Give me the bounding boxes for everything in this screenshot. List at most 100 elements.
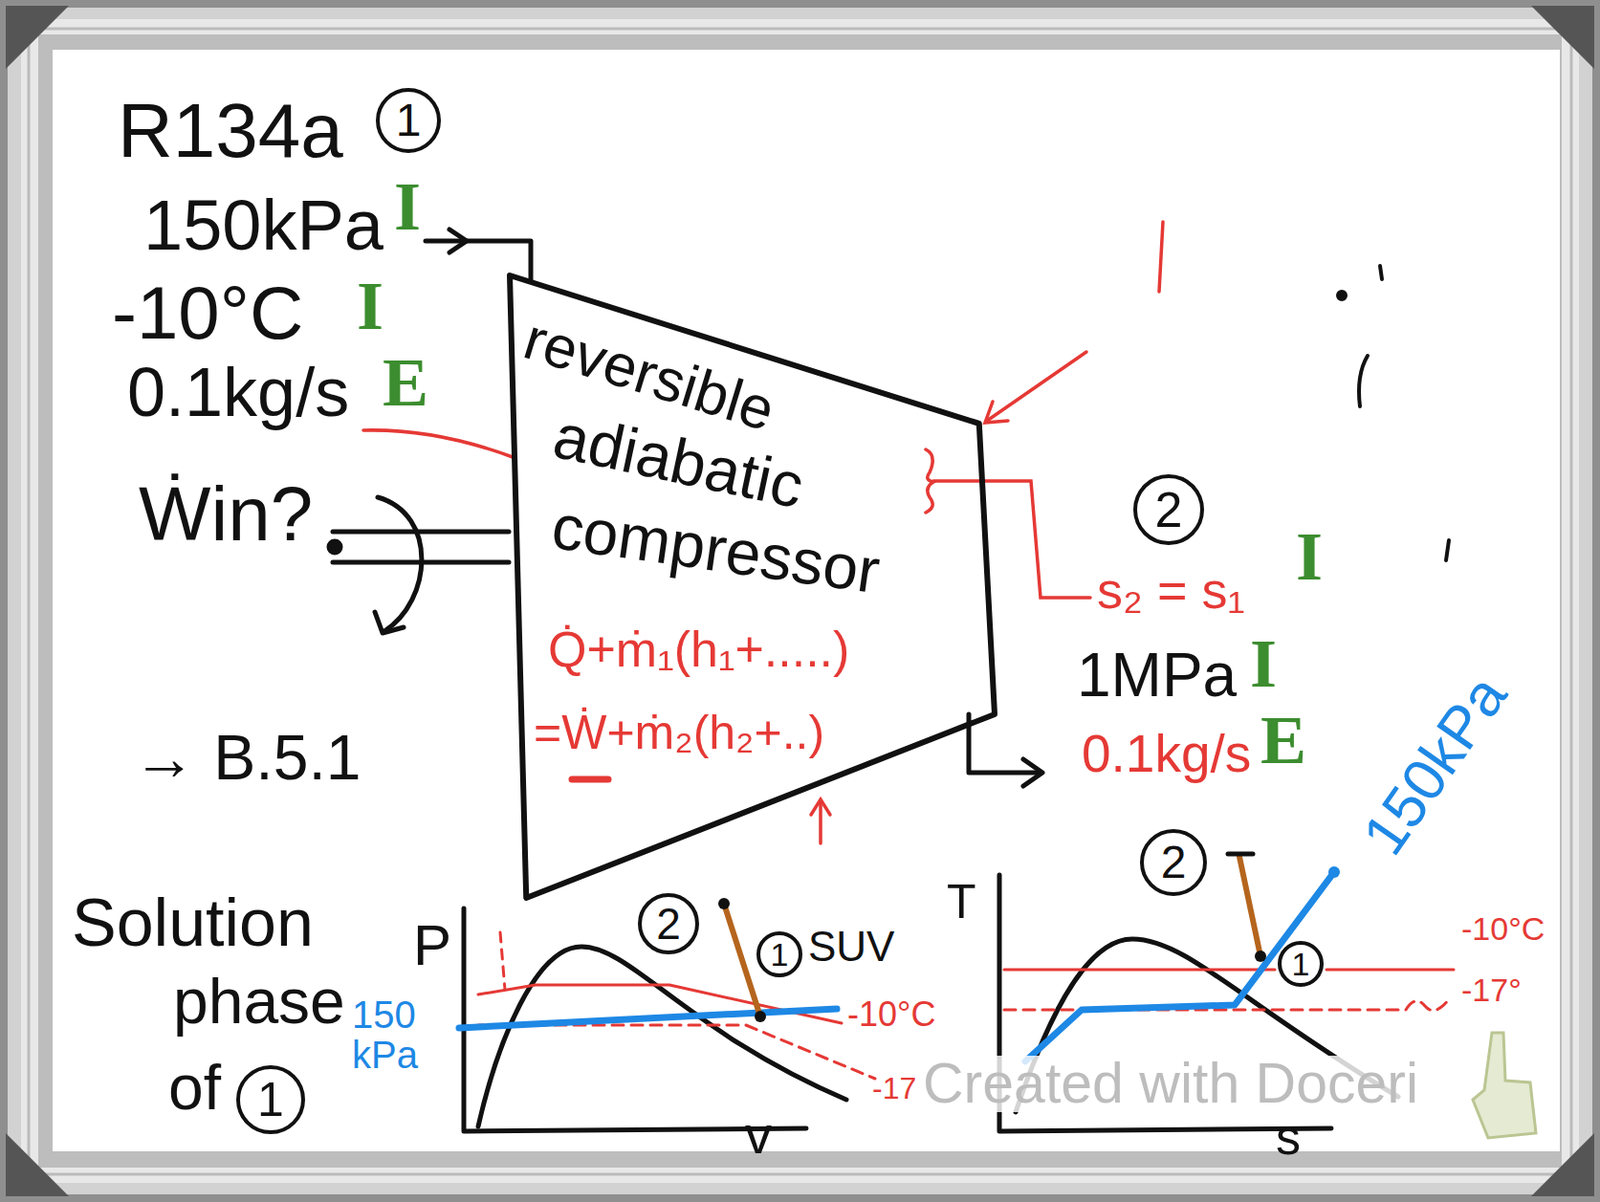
compressor-box: reversibleadiabaticcompressorQ̇+ṁ₁(h₁+..… xyxy=(509,275,995,899)
callout-number: 2 xyxy=(656,901,681,946)
process-sketch xyxy=(374,612,404,634)
pv-chart xyxy=(718,898,730,910)
state-value: 1MPa xyxy=(1076,640,1237,712)
process-sketch xyxy=(425,241,531,280)
trapezoid-outline xyxy=(509,275,995,899)
axis-label: T xyxy=(946,875,977,931)
state-circle: 2 xyxy=(1133,474,1205,546)
ts-chart xyxy=(1326,968,1454,972)
ts-chart xyxy=(1025,872,1335,1062)
red-annotations xyxy=(1159,221,1163,292)
phase-label: SUV xyxy=(808,922,895,972)
state-circle: 1 xyxy=(756,931,803,978)
process-sketch xyxy=(328,229,1043,787)
whiteboard-frame xyxy=(27,28,31,1175)
fluid-name: R134a xyxy=(117,87,344,176)
pv-chart xyxy=(478,1025,876,1079)
work-question: Ẇin? xyxy=(138,470,313,559)
watermark-hand xyxy=(1472,1032,1536,1139)
callout-number: 2 xyxy=(1155,484,1184,535)
ts-chart xyxy=(1239,856,1261,957)
property-tag: E xyxy=(382,343,429,423)
red-annotations xyxy=(986,351,1087,421)
callout-number: 2 xyxy=(1161,839,1187,886)
ts-chart xyxy=(1227,852,1253,857)
note-text: phase xyxy=(173,965,346,1039)
state-circle: 1 xyxy=(236,1065,306,1135)
property-tag: I xyxy=(1295,517,1323,597)
stray-marks xyxy=(1337,265,1449,561)
state-circle: 2 xyxy=(637,893,700,955)
red-annotations xyxy=(571,776,609,784)
isotherm-label: -17° xyxy=(1461,971,1522,1009)
watermark-hand xyxy=(1472,1032,1536,1139)
isotherm-label: -10°C xyxy=(1461,910,1545,948)
whiteboard-frame xyxy=(21,19,1579,1184)
device-name: compressor xyxy=(547,490,884,609)
watermark: Created with Doceri xyxy=(922,1055,1419,1113)
state-circle: 1 xyxy=(1277,941,1324,987)
axis-label: s xyxy=(1275,1109,1301,1167)
red-annotations xyxy=(363,221,1163,844)
state-value: 0.1kg/s xyxy=(127,352,350,433)
property-tag: I xyxy=(356,266,384,347)
process-sketch xyxy=(449,229,467,253)
red-annotations xyxy=(933,481,1091,598)
whiteboard-frame xyxy=(5,1133,69,1197)
stray-marks xyxy=(1358,355,1368,407)
pv-chart xyxy=(754,1010,767,1023)
state-circle: 2 xyxy=(1139,829,1207,897)
red-annotations xyxy=(363,430,513,458)
pv-chart xyxy=(723,903,761,1017)
callout-number: 1 xyxy=(1292,947,1311,981)
pv-chart xyxy=(459,1008,837,1029)
energy-equation: =Ẇ+ṁ₂(h₂+..) xyxy=(533,705,825,762)
whiteboard-frame xyxy=(28,1173,1572,1177)
property-tag: I xyxy=(394,167,421,247)
stray-marks xyxy=(1337,291,1346,300)
ts-chart xyxy=(1254,950,1267,963)
process-sketch xyxy=(328,541,341,553)
property-tag: I xyxy=(1249,624,1277,704)
state-value: -10°C xyxy=(111,270,304,357)
process-sketch xyxy=(332,529,509,535)
red-annotations xyxy=(985,401,1009,423)
isobar-label: 150 kPa xyxy=(351,994,429,1075)
note-text: of xyxy=(168,1052,221,1125)
process-sketch xyxy=(377,497,422,632)
whiteboard-frame xyxy=(1531,1133,1595,1197)
whiteboard-frame xyxy=(5,5,69,69)
isotherm-label: -17 xyxy=(872,1071,917,1107)
callout-number: 1 xyxy=(257,1075,285,1124)
state-circle: 1 xyxy=(375,87,441,154)
isotherm-label: -10°C xyxy=(847,994,936,1034)
stray-marks xyxy=(1380,265,1382,280)
stray-marks xyxy=(1446,540,1449,561)
property-tag: E xyxy=(1260,701,1307,781)
process-sketch xyxy=(1023,759,1043,787)
callout-number: 1 xyxy=(770,938,790,971)
whiteboard-frame xyxy=(38,34,1562,1168)
table-reference: → B.5.1 xyxy=(132,722,361,795)
whiteboard-frame xyxy=(1570,28,1574,1175)
state-value: s₂ = s₁ xyxy=(1096,560,1246,620)
whiteboard-frame xyxy=(28,27,1572,31)
pv-chart xyxy=(500,932,505,990)
ts-chart xyxy=(1004,968,1275,972)
state-value: 150kPa xyxy=(143,184,384,266)
whiteboard-frame xyxy=(52,49,1560,1152)
axis-label: P xyxy=(413,912,452,979)
ts-chart xyxy=(1328,866,1340,878)
whiteboard-frame xyxy=(1531,5,1595,69)
whiteboard-frame xyxy=(7,7,1593,1195)
callout-number: 1 xyxy=(395,97,422,144)
note-text: Solution xyxy=(71,884,314,963)
red-annotations xyxy=(818,801,823,844)
axis-label: v xyxy=(745,1104,772,1166)
energy-equation: Q̇+ṁ₁(h₁+.....) xyxy=(547,621,850,680)
state-value: 0.1kg/s xyxy=(1081,723,1251,785)
red-annotations xyxy=(810,799,831,815)
